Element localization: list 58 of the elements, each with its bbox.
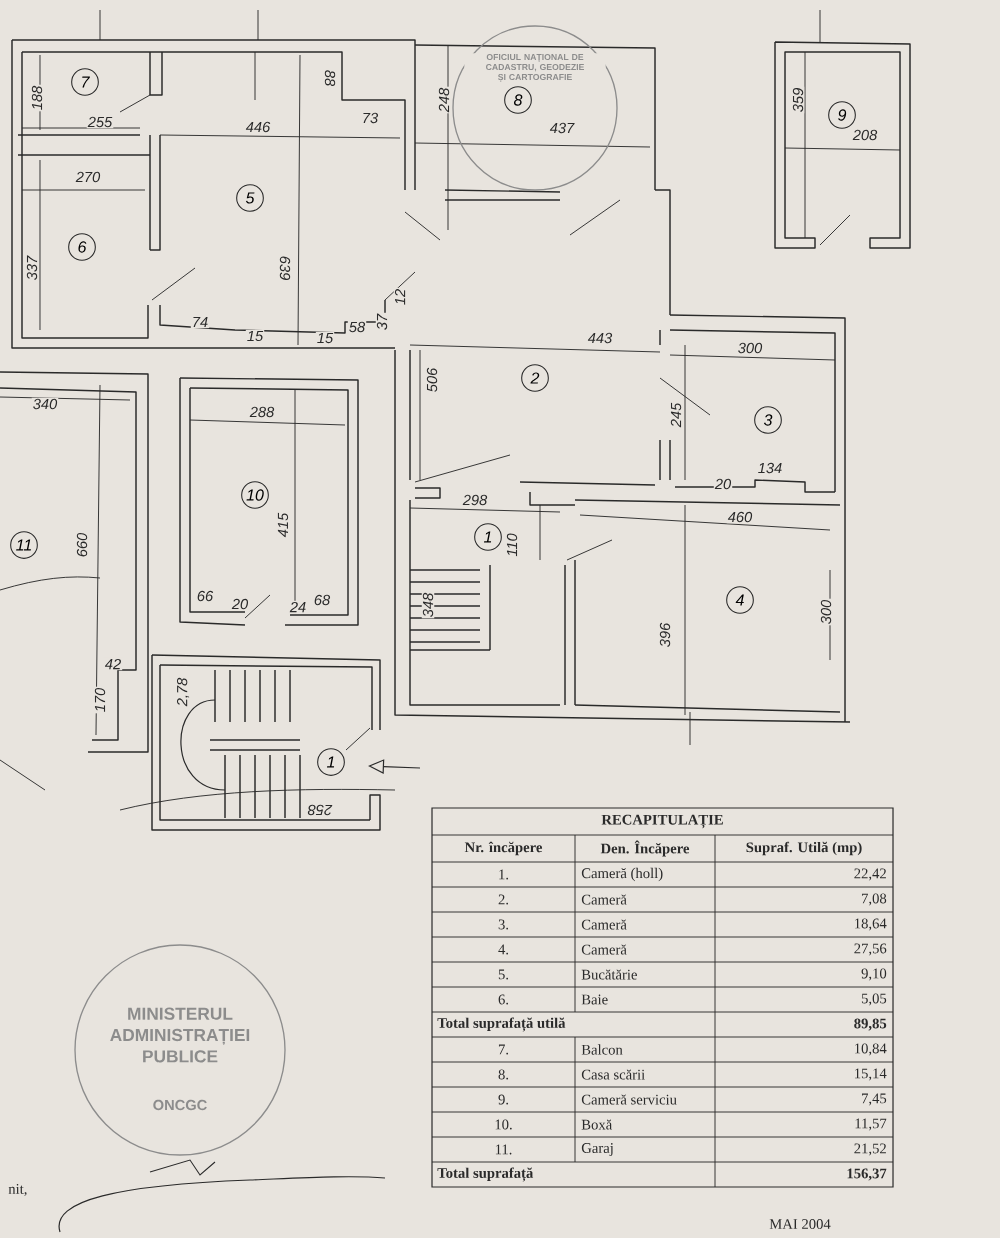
table-cell: Cameră (holl) (581, 867, 663, 882)
room-number: 9 (828, 101, 856, 129)
table-header: Supraf. Utilă (mp) (746, 841, 862, 856)
table-cell: Balcon (581, 1044, 623, 1055)
room-number: 7 (71, 68, 99, 96)
table-cell: 6. (498, 994, 509, 1005)
table-cell: 9. (498, 1094, 509, 1105)
table-cell: 11,57 (855, 1118, 887, 1131)
table-cell: 18,64 (855, 918, 887, 931)
table-cell: Cameră (581, 894, 627, 905)
table-cell: 10,84 (855, 1043, 887, 1056)
table-cell: Cameră (581, 944, 627, 955)
table-cell: Boxă (581, 1119, 613, 1130)
room-number: 2 (521, 364, 549, 392)
signature-label: nit, (8, 1184, 27, 1196)
stamp-text: MINISTERUL ADMINISTRAȚIEI PUBLICE (110, 1007, 250, 1063)
room-number: 1 (474, 523, 502, 551)
table-header: Den. Încăpere (600, 840, 690, 857)
table-cell: 7. (498, 1044, 509, 1055)
table-cell: 7,08 (862, 893, 887, 906)
table-cell: 1. (499, 869, 509, 880)
stamp-text: ONCGC (153, 1099, 207, 1111)
table-cell: Cameră (581, 919, 627, 930)
table-cell: Total suprafață utilă (437, 1017, 566, 1032)
table-cell: Bucătărie (581, 969, 637, 980)
table-cell: 3. (498, 919, 509, 930)
table-cell: Total suprafață (437, 1167, 534, 1182)
table-cell: 89,85 (854, 1018, 887, 1031)
table-cell: 21,52 (854, 1143, 886, 1156)
table-cell: 156,37 (847, 1168, 887, 1181)
room-number: 5 (236, 184, 264, 212)
table-cell: Garaj (581, 1143, 613, 1156)
table-cell: Cameră serviciu (581, 1094, 677, 1105)
table-cell: 5. (498, 969, 509, 980)
room-number: 1 (317, 748, 345, 776)
room-number: 6 (68, 233, 96, 261)
table-cell: Casa scării (581, 1069, 645, 1080)
table-cell: 27,56 (854, 943, 887, 956)
table-cell: 15,14 (855, 1068, 887, 1081)
table-cell: 22,42 (854, 868, 886, 881)
table-title: RECAPITULAȚIE (601, 814, 723, 829)
room-number: 4 (726, 586, 754, 614)
date-label: MAI 2004 (769, 1219, 831, 1229)
table-cell: 10. (495, 1119, 512, 1130)
table-cell: 8. (498, 1069, 509, 1080)
room-number: 3 (754, 406, 782, 434)
table-cell: 7,45 (862, 1093, 887, 1106)
room-number: 8 (504, 86, 532, 114)
room-number: 10 (241, 481, 269, 509)
table-cell: 2. (498, 894, 509, 905)
table-header: Nr. încăpere (464, 841, 543, 856)
room-number: 11 (10, 531, 38, 559)
table-cell: Baie (581, 994, 608, 1005)
table-cell: 9,10 (861, 968, 887, 981)
stamp-text: OFICIUL NAȚIONAL DE CADASTRU, GEODEZIE ȘI CARTOGRAFIE (464, 53, 606, 83)
table-cell: 5,05 (861, 993, 887, 1006)
table-cell: 4. (498, 944, 509, 955)
table-cell: 11. (495, 1144, 512, 1155)
